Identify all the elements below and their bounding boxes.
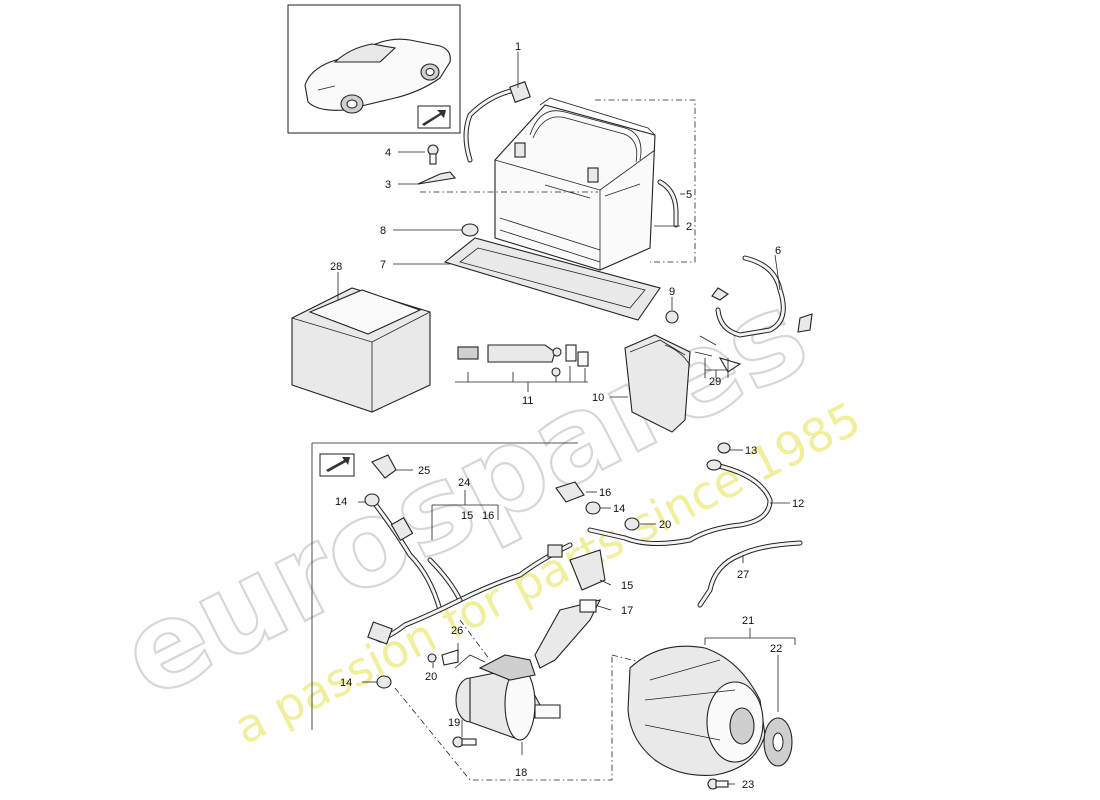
callout-15b: 15	[621, 580, 633, 592]
battery-tray	[443, 237, 661, 321]
callout-28: 28	[330, 261, 342, 273]
callout-27: 27	[737, 569, 749, 581]
callout-14c: 14	[340, 677, 352, 689]
car-thumbnail	[287, 4, 461, 134]
battery-insulation	[291, 287, 431, 413]
callout-16b: 16	[599, 487, 611, 499]
callout-20b: 20	[659, 519, 671, 531]
callout-17: 17	[621, 605, 633, 617]
callout-3: 3	[385, 179, 391, 191]
callout-29: 29	[709, 376, 721, 388]
small-parts-11	[455, 344, 589, 392]
callout-11: 11	[522, 395, 533, 407]
alternator	[627, 645, 793, 776]
callout-12: 12	[792, 498, 804, 510]
callout-19: 19	[448, 717, 460, 729]
callout-21: 21	[742, 615, 754, 627]
callout-22: 22	[770, 643, 782, 655]
callout-7: 7	[380, 259, 386, 271]
fuse-box	[624, 334, 691, 433]
callout-14a: 14	[335, 496, 347, 508]
callout-8: 8	[380, 225, 386, 237]
callout-25: 25	[418, 465, 430, 477]
callout-2: 2	[686, 221, 692, 233]
callout-24: 24	[458, 477, 470, 489]
wiring-harness	[367, 490, 573, 645]
battery	[494, 97, 656, 271]
callout-9: 9	[669, 286, 675, 298]
leader-lines	[337, 52, 790, 785]
callout-10: 10	[592, 392, 604, 404]
callout-1: 1	[515, 41, 521, 53]
callout-numbers: 1 2 3 4 5 6 7 8 9 10 11 12 13 14 14 14 1…	[330, 41, 804, 791]
callout-26: 26	[451, 625, 463, 637]
callout-23: 23	[742, 779, 754, 791]
callout-6: 6	[775, 245, 781, 257]
callout-5: 5	[686, 189, 692, 201]
callout-16a: 16	[482, 510, 494, 522]
callout-15a: 15	[461, 510, 473, 522]
starter-motor	[454, 654, 561, 741]
callout-18: 18	[515, 767, 527, 779]
callout-13: 13	[745, 445, 757, 457]
callout-4: 4	[385, 147, 391, 159]
callout-20a: 20	[425, 671, 437, 683]
callout-14b: 14	[613, 503, 625, 515]
